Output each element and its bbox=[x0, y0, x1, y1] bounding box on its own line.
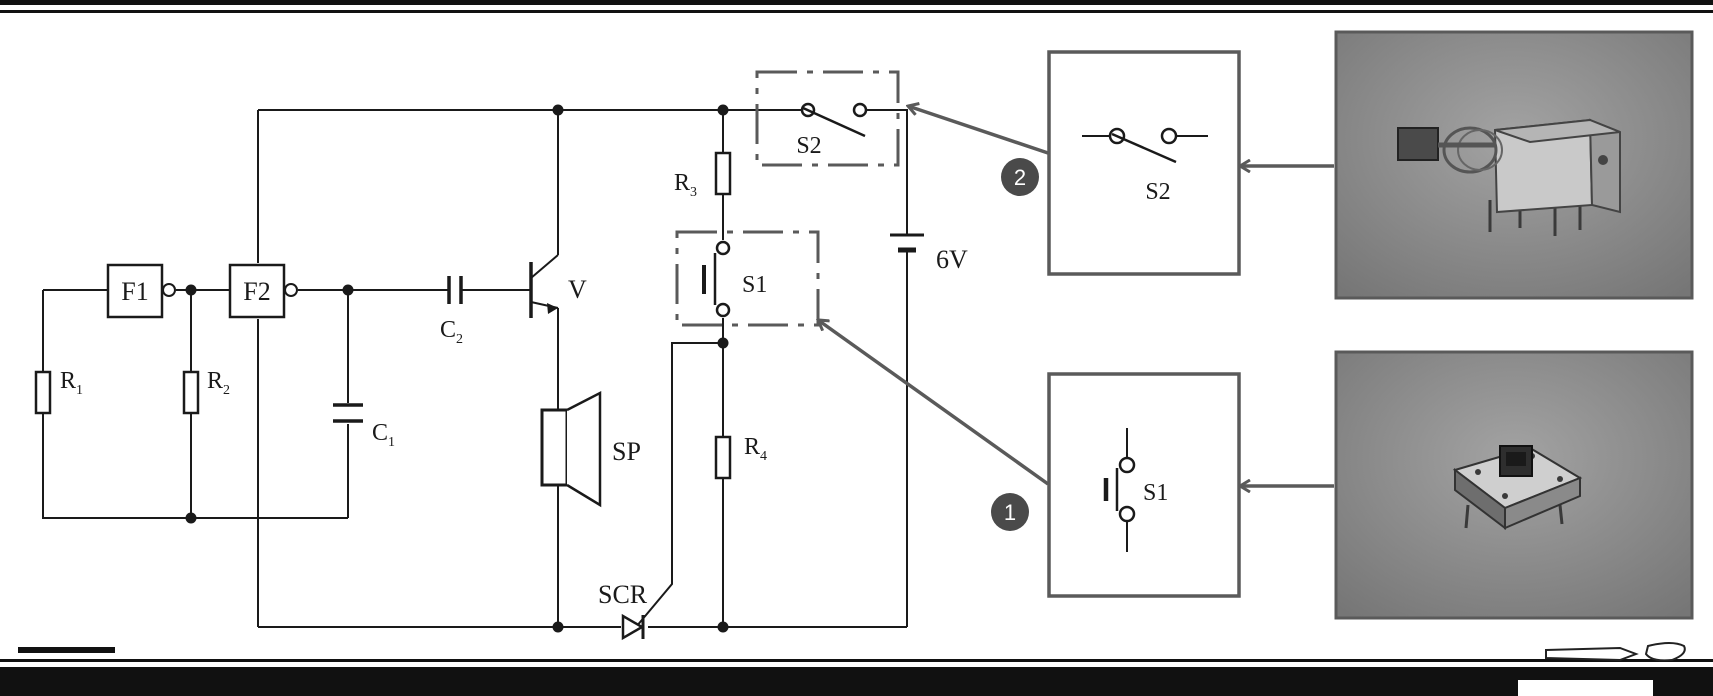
callout-s2-box: S2 bbox=[1047, 50, 1241, 276]
callout-arrows bbox=[818, 106, 1334, 486]
svg-text:R2: R2 bbox=[207, 368, 230, 398]
capacitor-c2: C2 bbox=[440, 276, 463, 347]
r2-subscript: 2 bbox=[223, 383, 230, 398]
transistor-v: V bbox=[529, 254, 587, 318]
r3-subscript: 3 bbox=[690, 185, 697, 200]
resistor-r2: R2 bbox=[182, 368, 230, 415]
r4-label: R bbox=[744, 434, 760, 460]
pencil-icon bbox=[1545, 642, 1686, 662]
page-border-top bbox=[0, 0, 1713, 13]
svg-text:R4: R4 bbox=[744, 434, 767, 464]
c1-subscript: 1 bbox=[388, 435, 395, 450]
speaker-sp: SP bbox=[540, 390, 641, 508]
switch-s1-circuit: S1 bbox=[675, 230, 820, 327]
thyristor-scr: SCR bbox=[598, 580, 648, 641]
callout-s1-box: S1 bbox=[1047, 372, 1241, 598]
c1-label: C bbox=[372, 420, 388, 446]
speaker-label: SP bbox=[612, 437, 641, 466]
push-lock-switch-photo bbox=[1334, 30, 1694, 300]
gate-f2: F2 bbox=[228, 263, 298, 319]
junction-dots bbox=[185, 104, 729, 633]
resistor-r3: R3 bbox=[674, 151, 732, 200]
callout-number-1-text: 1 bbox=[1004, 500, 1016, 525]
callout-number-1: 1 bbox=[991, 493, 1029, 531]
svg-text:C1: C1 bbox=[372, 420, 395, 450]
gate-f1: F1 bbox=[106, 263, 176, 319]
svg-text:R1: R1 bbox=[60, 368, 83, 398]
r4-subscript: 4 bbox=[760, 449, 767, 464]
capacitor-c1: C1 bbox=[333, 403, 395, 450]
r1-subscript: 1 bbox=[76, 383, 83, 398]
transistor-label: V bbox=[568, 275, 587, 304]
r3-label: R bbox=[674, 170, 690, 196]
scr-label: SCR bbox=[598, 580, 648, 609]
callout-number-2: 2 bbox=[1001, 158, 1039, 196]
gate-f1-label: F1 bbox=[121, 277, 148, 306]
resistor-r1: R1 bbox=[34, 368, 83, 415]
page-border-bottom bbox=[0, 647, 1713, 696]
svg-text:C2: C2 bbox=[440, 317, 463, 347]
callout-s2-label: S2 bbox=[1145, 179, 1170, 205]
circuit-wires bbox=[42, 109, 908, 628]
switch-s2-circuit-label: S2 bbox=[796, 133, 821, 159]
svg-text:R3: R3 bbox=[674, 170, 697, 200]
c2-label: C bbox=[440, 317, 456, 343]
callout-number-2-text: 2 bbox=[1014, 165, 1026, 190]
r2-label: R bbox=[207, 368, 223, 394]
r1-label: R bbox=[60, 368, 76, 394]
battery-label: 6V bbox=[936, 245, 968, 274]
resistor-r4: R4 bbox=[714, 434, 767, 480]
switch-s1-circuit-label: S1 bbox=[742, 272, 767, 298]
c2-subscript: 2 bbox=[456, 332, 463, 347]
battery-6v: 6V bbox=[890, 233, 968, 274]
callout-s1-label: S1 bbox=[1143, 480, 1168, 506]
tactile-button-photo bbox=[1334, 350, 1694, 620]
gate-f2-label: F2 bbox=[243, 277, 270, 306]
switch-s2-circuit: S2 bbox=[755, 70, 900, 167]
